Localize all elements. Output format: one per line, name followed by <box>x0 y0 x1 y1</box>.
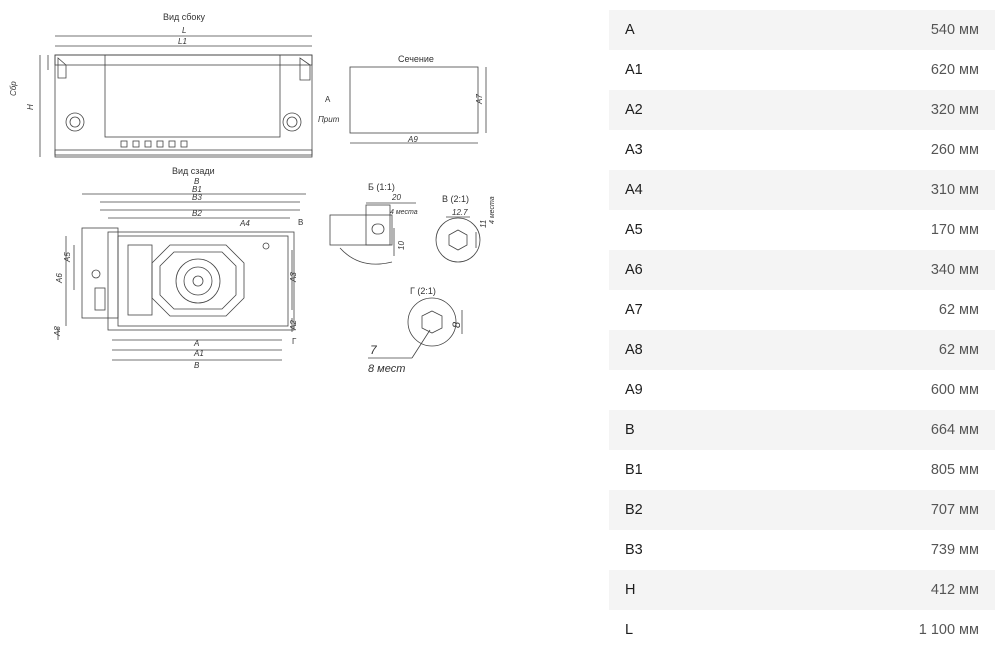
label-A7: A7 <box>475 94 484 105</box>
side-view <box>39 35 313 158</box>
dim-4-mesta: 4 места <box>390 209 418 216</box>
label-A: A <box>193 339 199 348</box>
dimension-name: A2 <box>625 102 643 118</box>
dimension-value: 340 мм <box>930 262 979 278</box>
label-G-callout: Г <box>292 337 297 346</box>
dimension-value: 62 мм <box>938 302 979 318</box>
table-row: B 664 мм <box>609 410 995 450</box>
dimension-name: A6 <box>625 262 643 278</box>
table-row: A6 340 мм <box>609 250 995 290</box>
label-B-top: B <box>194 177 200 186</box>
label-A2: A2 <box>289 320 298 331</box>
dimension-name: A9 <box>625 382 643 398</box>
label-L: L <box>182 26 186 35</box>
dimension-value: 412 мм <box>930 582 979 598</box>
dimension-value: 620 мм <box>930 62 979 78</box>
table-row: A1 620 мм <box>609 50 995 90</box>
dimension-name: B <box>625 422 635 438</box>
dimension-value: 739 мм <box>930 542 979 558</box>
dimension-value: 664 мм <box>930 422 979 438</box>
technical-drawing: Вид сбоку L L1 H Сбр Прит A Сечение A9 A… <box>0 0 600 400</box>
dim-4-mesta-v: 4 места <box>489 196 496 224</box>
side-view-title: Вид сбоку <box>163 12 205 22</box>
dimension-value: 310 мм <box>930 182 979 198</box>
dimension-value: 540 мм <box>930 22 979 38</box>
dimension-name: H <box>625 582 636 598</box>
dimension-value: 1 100 мм <box>918 622 979 638</box>
table-row: A9 600 мм <box>609 370 995 410</box>
dimension-name: A7 <box>625 302 643 318</box>
label-prit: Прит <box>318 115 340 124</box>
label-a-arrow: A <box>325 95 331 104</box>
dimension-value: 320 мм <box>930 102 979 118</box>
dimension-name: A8 <box>625 342 643 358</box>
label-A9: A9 <box>407 135 418 144</box>
back-view-title: Вид сзади <box>172 166 215 176</box>
dim-12-7: 12.7 <box>452 208 468 217</box>
dimension-name: L <box>625 622 634 638</box>
label-sbr: Сбр <box>9 81 18 96</box>
dimension-name: B2 <box>625 502 643 518</box>
dim-8-mest: 8 мест <box>368 363 405 375</box>
label-V-callout: В <box>298 218 303 227</box>
table-row: B3 739 мм <box>609 530 995 570</box>
dim-7: 7 <box>370 343 378 357</box>
dimension-value: 170 мм <box>930 222 979 238</box>
dimensions-table: A 540 мм A1 620 мм A2 320 мм A3 260 мм A4 310… <box>609 10 995 650</box>
dimension-value: 260 мм <box>930 142 979 158</box>
dim-20: 20 <box>391 193 401 202</box>
table-row: B1 805 мм <box>609 450 995 490</box>
dim-10: 10 <box>397 241 406 250</box>
label-A8: A8 <box>53 326 62 337</box>
drawing-svg: Вид сбоку L L1 H Сбр Прит A Сечение A9 A… <box>9 12 496 375</box>
label-B2: B2 <box>192 209 202 218</box>
table-row: A8 62 мм <box>609 330 995 370</box>
back-view <box>57 193 306 361</box>
table-row: B2 707 мм <box>609 490 995 530</box>
detail-v <box>435 216 481 263</box>
table-row: L 1 100 мм <box>609 610 995 650</box>
section-view <box>349 66 487 144</box>
table-row: A3 260 мм <box>609 130 995 170</box>
table-row: A7 62 мм <box>609 290 995 330</box>
label-A4: A4 <box>239 219 250 228</box>
label-L1: L1 <box>178 37 187 46</box>
label-B-bottom: B <box>194 361 200 370</box>
dimension-value: 62 мм <box>938 342 979 358</box>
detail-b <box>329 202 416 265</box>
label-B3: B3 <box>192 193 202 202</box>
label-A5: A5 <box>63 252 72 263</box>
label-A3: A3 <box>289 272 298 283</box>
detail-g-title: Г (2:1) <box>410 286 436 296</box>
table-row: H 412 мм <box>609 570 995 610</box>
label-H: H <box>26 104 35 110</box>
table-row: A4 310 мм <box>609 170 995 210</box>
dim-11: 11 <box>479 220 488 228</box>
table-row: A5 170 мм <box>609 210 995 250</box>
label-A1: A1 <box>193 349 204 358</box>
dim-8: 8 <box>451 321 463 328</box>
dimension-value: 805 мм <box>930 462 979 478</box>
dimension-name: A1 <box>625 62 643 78</box>
table-row: A 540 мм <box>609 10 995 50</box>
dimension-name: A3 <box>625 142 643 158</box>
dimension-value: 600 мм <box>930 382 979 398</box>
detail-b-title: Б (1:1) <box>368 182 395 192</box>
label-B1: B1 <box>192 185 202 194</box>
table-row: A2 320 мм <box>609 90 995 130</box>
detail-g <box>368 297 463 359</box>
dimension-value: 707 мм <box>930 502 979 518</box>
dimension-name: B3 <box>625 542 643 558</box>
detail-v-title: В (2:1) <box>442 194 469 204</box>
dimension-name: B1 <box>625 462 643 478</box>
label-A6: A6 <box>55 273 64 284</box>
section-title: Сечение <box>398 54 434 64</box>
dimension-name: A <box>625 22 635 38</box>
dimension-name: A4 <box>625 182 643 198</box>
dimension-name: A5 <box>625 222 643 238</box>
